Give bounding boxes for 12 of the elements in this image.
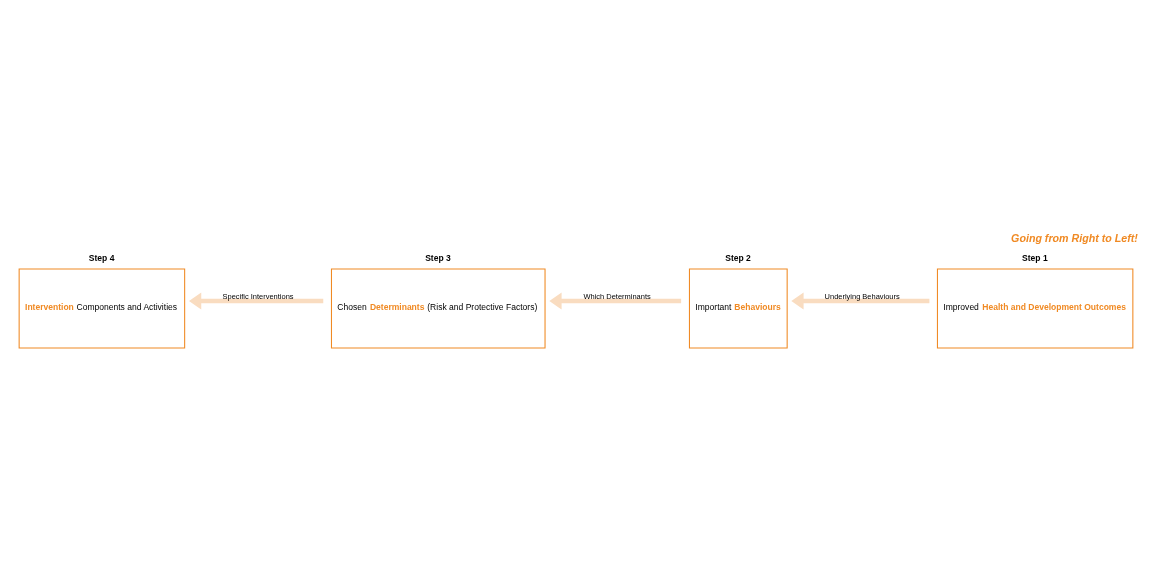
- node-box: Important Behaviours: [688, 268, 788, 349]
- node-box: Chosen Determinants (Risk and Protective Factors): [330, 268, 546, 349]
- node-label: Step 3: [425, 252, 451, 263]
- node-label: Step 1: [1022, 252, 1048, 263]
- arrow: [189, 292, 324, 310]
- arrow: [791, 292, 930, 310]
- arrow: [549, 292, 682, 310]
- node-label: Step 2: [725, 252, 751, 263]
- node-label: Step 4: [88, 252, 115, 263]
- diagram-title: Going from Right to Left!: [1011, 232, 1138, 245]
- node-box: Intervention Components and Activities: [18, 268, 186, 349]
- node-box: Improved Health and Development Outcomes: [936, 268, 1134, 349]
